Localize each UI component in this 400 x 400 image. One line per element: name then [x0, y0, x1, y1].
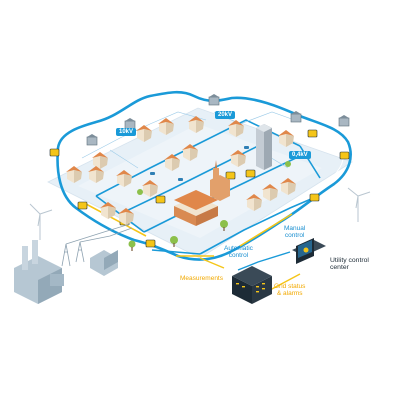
grid-status-alarms-label: Grid status & alarms	[274, 283, 306, 297]
voltage-label-04kv: 0,4kV	[289, 151, 311, 160]
church-icon	[210, 160, 230, 201]
substation-icon	[90, 250, 118, 276]
apartment-block	[174, 190, 218, 226]
houses	[66, 116, 296, 225]
tree-icon	[128, 161, 291, 251]
grid-ring-yellow	[85, 203, 293, 257]
voltage-label-20kv: 20kV	[215, 111, 236, 120]
substations	[86, 94, 350, 146]
substation-icon	[86, 136, 98, 146]
wind-turbine-icon	[29, 187, 371, 240]
utility-control-center-label: Utility control center	[330, 257, 369, 272]
grid-ring-outer-2	[63, 98, 344, 181]
manual-control-label: Manual control	[284, 225, 306, 239]
voltage-label-10kv: 10kV	[116, 128, 137, 137]
workstation-icon	[292, 238, 326, 264]
car-icon	[150, 146, 249, 181]
measurements-label: Measurements	[180, 275, 223, 282]
substation-icon	[290, 113, 302, 123]
server-icon	[232, 266, 272, 304]
transmission-tower	[61, 223, 133, 267]
substation-icon	[338, 117, 350, 127]
power-plant-icon	[14, 240, 64, 304]
automatic-control-label: Automatic control	[224, 245, 253, 259]
grid-ring-outer	[56, 90, 352, 261]
substation-icon	[208, 96, 220, 106]
office-tower-icon	[256, 124, 272, 170]
